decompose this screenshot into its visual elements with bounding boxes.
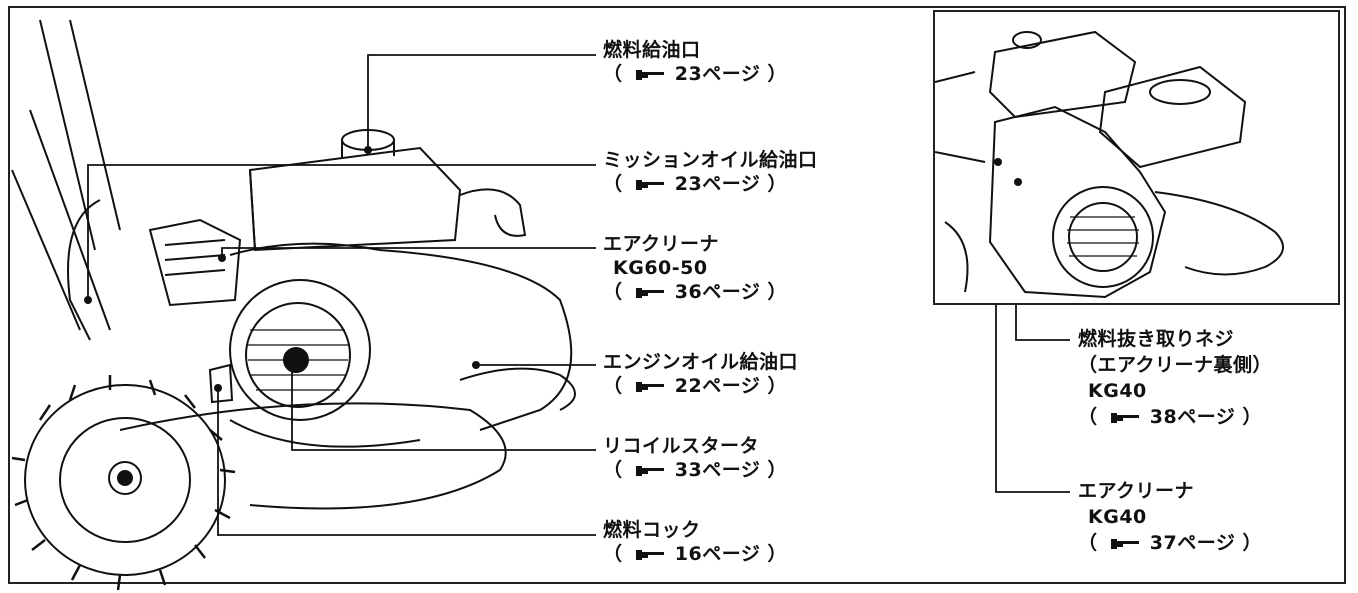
page-reference: （ 22ページ ） — [603, 375, 787, 397]
inset-kg40 — [933, 10, 1340, 305]
part-name: 燃料抜き取りネジ — [1078, 328, 1235, 350]
label-fuel-cock: 燃料コック （ 16ページ ） — [603, 518, 787, 566]
diagram-frame — [8, 6, 1346, 584]
pointing-hand-icon — [635, 69, 664, 80]
part-name: エンジンオイル給油口 — [603, 351, 799, 373]
pointing-hand-icon — [635, 287, 664, 298]
page-reference: （ 33ページ ） — [603, 459, 787, 481]
part-name: リコイルスタータ — [603, 435, 760, 457]
fuel-tank — [248, 146, 462, 252]
page-reference: （ 23ページ ） — [603, 173, 787, 195]
label-fuel-inlet: 燃料給油口 （ 23ページ ） — [603, 38, 787, 86]
page-reference: （ 36ページ ） — [603, 281, 787, 303]
wheel — [24, 384, 226, 576]
pointing-hand-icon — [635, 465, 664, 476]
handlebar — [11, 19, 121, 331]
page-reference: （ 37ページ ） — [1078, 532, 1262, 554]
pointing-hand-icon — [1110, 538, 1139, 549]
part-name: エアクリーナ — [603, 233, 720, 255]
recoil-starter-housing — [229, 279, 371, 421]
kg40-engine-illustration — [935, 30, 1284, 299]
label-fuel-drain-screw: 燃料抜き取りネジ （エアクリーナ裏側） KG40 （ 38ページ ） — [1078, 326, 1272, 430]
label-engine-oil-inlet: エンジンオイル給油口 （ 22ページ ） — [603, 350, 798, 398]
label-mission-oil-inlet: ミッションオイル給油口 （ 23ページ ） — [603, 148, 818, 196]
kg40-air-cleaner — [1098, 65, 1247, 169]
page-reference: （ 23ページ ） — [603, 63, 787, 85]
leader-recoil-starter — [291, 362, 596, 451]
page-reference: （ 16ページ ） — [603, 543, 787, 565]
fuel-cock-part — [208, 363, 234, 404]
model-name: KG40 — [1088, 506, 1147, 528]
pointing-hand-icon — [635, 549, 664, 560]
leader-fuel-inlet — [367, 54, 596, 150]
model-name: KG40 — [1088, 380, 1147, 402]
part-name: エアクリーナ — [1078, 480, 1195, 502]
leader-mission-oil — [87, 164, 596, 300]
label-air-cleaner-kg40: エアクリーナ KG40 （ 37ページ ） — [1078, 478, 1262, 556]
part-name: ミッションオイル給油口 — [603, 149, 818, 171]
part-note: （エアクリーナ裏側） — [1078, 354, 1273, 376]
model-name: KG60-50 — [613, 257, 708, 279]
label-recoil-starter: リコイルスタータ （ 33ページ ） — [603, 434, 787, 482]
air-cleaner-body — [148, 218, 242, 307]
part-name: 燃料給油口 — [603, 39, 701, 61]
part-name: 燃料コック — [603, 519, 701, 541]
pointing-hand-icon — [635, 179, 664, 190]
page-reference: （ 38ページ ） — [1078, 406, 1262, 428]
label-air-cleaner-kg6050: エアクリーナ KG60-50 （ 36ページ ） — [603, 232, 787, 304]
leader-fuel-cock — [217, 385, 596, 536]
pointing-hand-icon — [1110, 412, 1139, 423]
pointing-hand-icon — [635, 381, 664, 392]
